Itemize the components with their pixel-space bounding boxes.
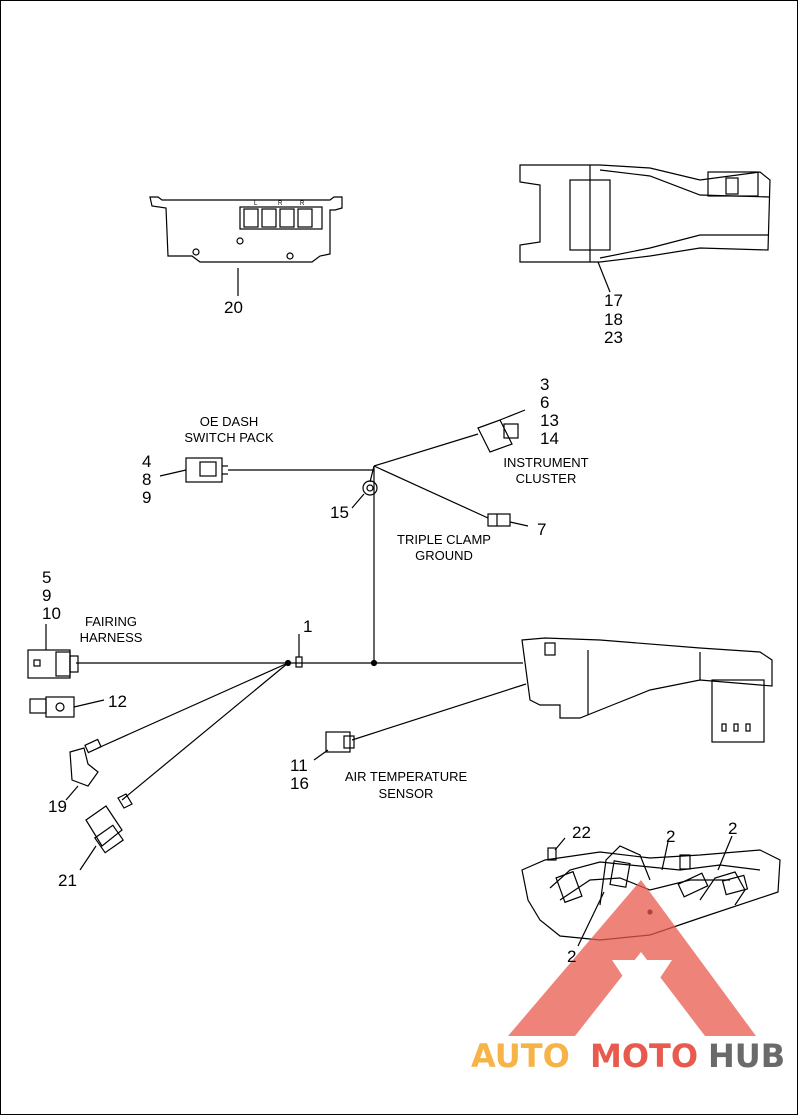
- label-6: 6: [540, 393, 549, 412]
- caption-fairing-2: HARNESS: [80, 630, 143, 645]
- label-19: 19: [48, 797, 67, 816]
- cable-tie-1: [295, 634, 303, 668]
- switch-pack-connector: [159, 457, 228, 483]
- harness-housing-17: [519, 164, 771, 293]
- air-temp-sensor-connector: [313, 731, 355, 761]
- caption-instrument-1: INSTRUMENT: [503, 455, 588, 470]
- switch-letter-r2: R: [300, 201, 305, 207]
- caption-air-temp-2: SENSOR: [379, 786, 434, 801]
- triple-clamp-ground-7: [487, 513, 529, 527]
- label-2-a: 2: [666, 827, 675, 846]
- watermark-moto: MOTO: [590, 1037, 698, 1075]
- assembled-bracket-detail: [521, 835, 781, 947]
- part-number-labels: 20 17 18 23 3 6 13 14 4 8 9 15 7 5 9 10 …: [42, 291, 737, 966]
- angled-connector-19: [65, 738, 102, 801]
- fairing-bracket: [521, 637, 773, 743]
- caption-oe-dash-1: OE DASH: [200, 414, 259, 429]
- label-8: 8: [142, 470, 151, 489]
- switch-panel-bracket-20: [149, 196, 343, 296]
- switch-letter-l: L: [254, 201, 258, 207]
- caption-fairing-1: FAIRING: [85, 614, 137, 629]
- watermark-logo: [508, 880, 756, 1036]
- component-captions: OE DASH SWITCH PACK INSTRUMENT CLUSTER T…: [80, 414, 589, 801]
- label-5: 5: [42, 568, 51, 587]
- fairing-harness-connector: [27, 624, 79, 679]
- terminal-12: [29, 696, 105, 718]
- ground-terminal-15: [351, 480, 378, 509]
- label-2-c: 2: [567, 947, 576, 966]
- switch-letters: L R R: [254, 201, 305, 207]
- watermark-auto: AUTO: [471, 1037, 570, 1075]
- label-15: 15: [330, 503, 349, 522]
- caption-oe-dash-2: SWITCH PACK: [184, 430, 274, 445]
- switch-letter-r1: R: [278, 201, 283, 207]
- caption-air-temp-1: AIR TEMPERATURE: [345, 769, 468, 784]
- label-3: 3: [540, 375, 549, 394]
- label-21: 21: [58, 871, 77, 890]
- main-harness-wires: [76, 433, 527, 801]
- caption-instrument-2: CLUSTER: [516, 471, 577, 486]
- label-20: 20: [224, 298, 243, 317]
- label-4: 4: [142, 452, 151, 471]
- label-12: 12: [108, 692, 127, 711]
- label-1: 1: [303, 617, 312, 636]
- watermark-hub: HUB: [708, 1037, 785, 1075]
- watermark-text: AUTO MOTO HUB: [471, 1037, 785, 1075]
- label-23: 23: [604, 328, 623, 347]
- label-16: 16: [290, 774, 309, 793]
- label-7: 7: [537, 520, 546, 539]
- label-2-b: 2: [728, 819, 737, 838]
- label-10: 10: [42, 604, 61, 623]
- caption-triple-clamp-2: GROUND: [415, 548, 473, 563]
- label-22: 22: [572, 823, 591, 842]
- instrument-cluster-connector: [477, 409, 526, 453]
- label-14: 14: [540, 429, 559, 448]
- label-13: 13: [540, 411, 559, 430]
- label-9b: 9: [42, 586, 51, 605]
- label-11: 11: [290, 756, 308, 775]
- label-17: 17: [604, 291, 623, 310]
- caption-triple-clamp-1: TRIPLE CLAMP: [397, 532, 491, 547]
- label-9: 9: [142, 488, 151, 507]
- round-connector-21: [79, 793, 133, 871]
- label-18: 18: [604, 310, 623, 329]
